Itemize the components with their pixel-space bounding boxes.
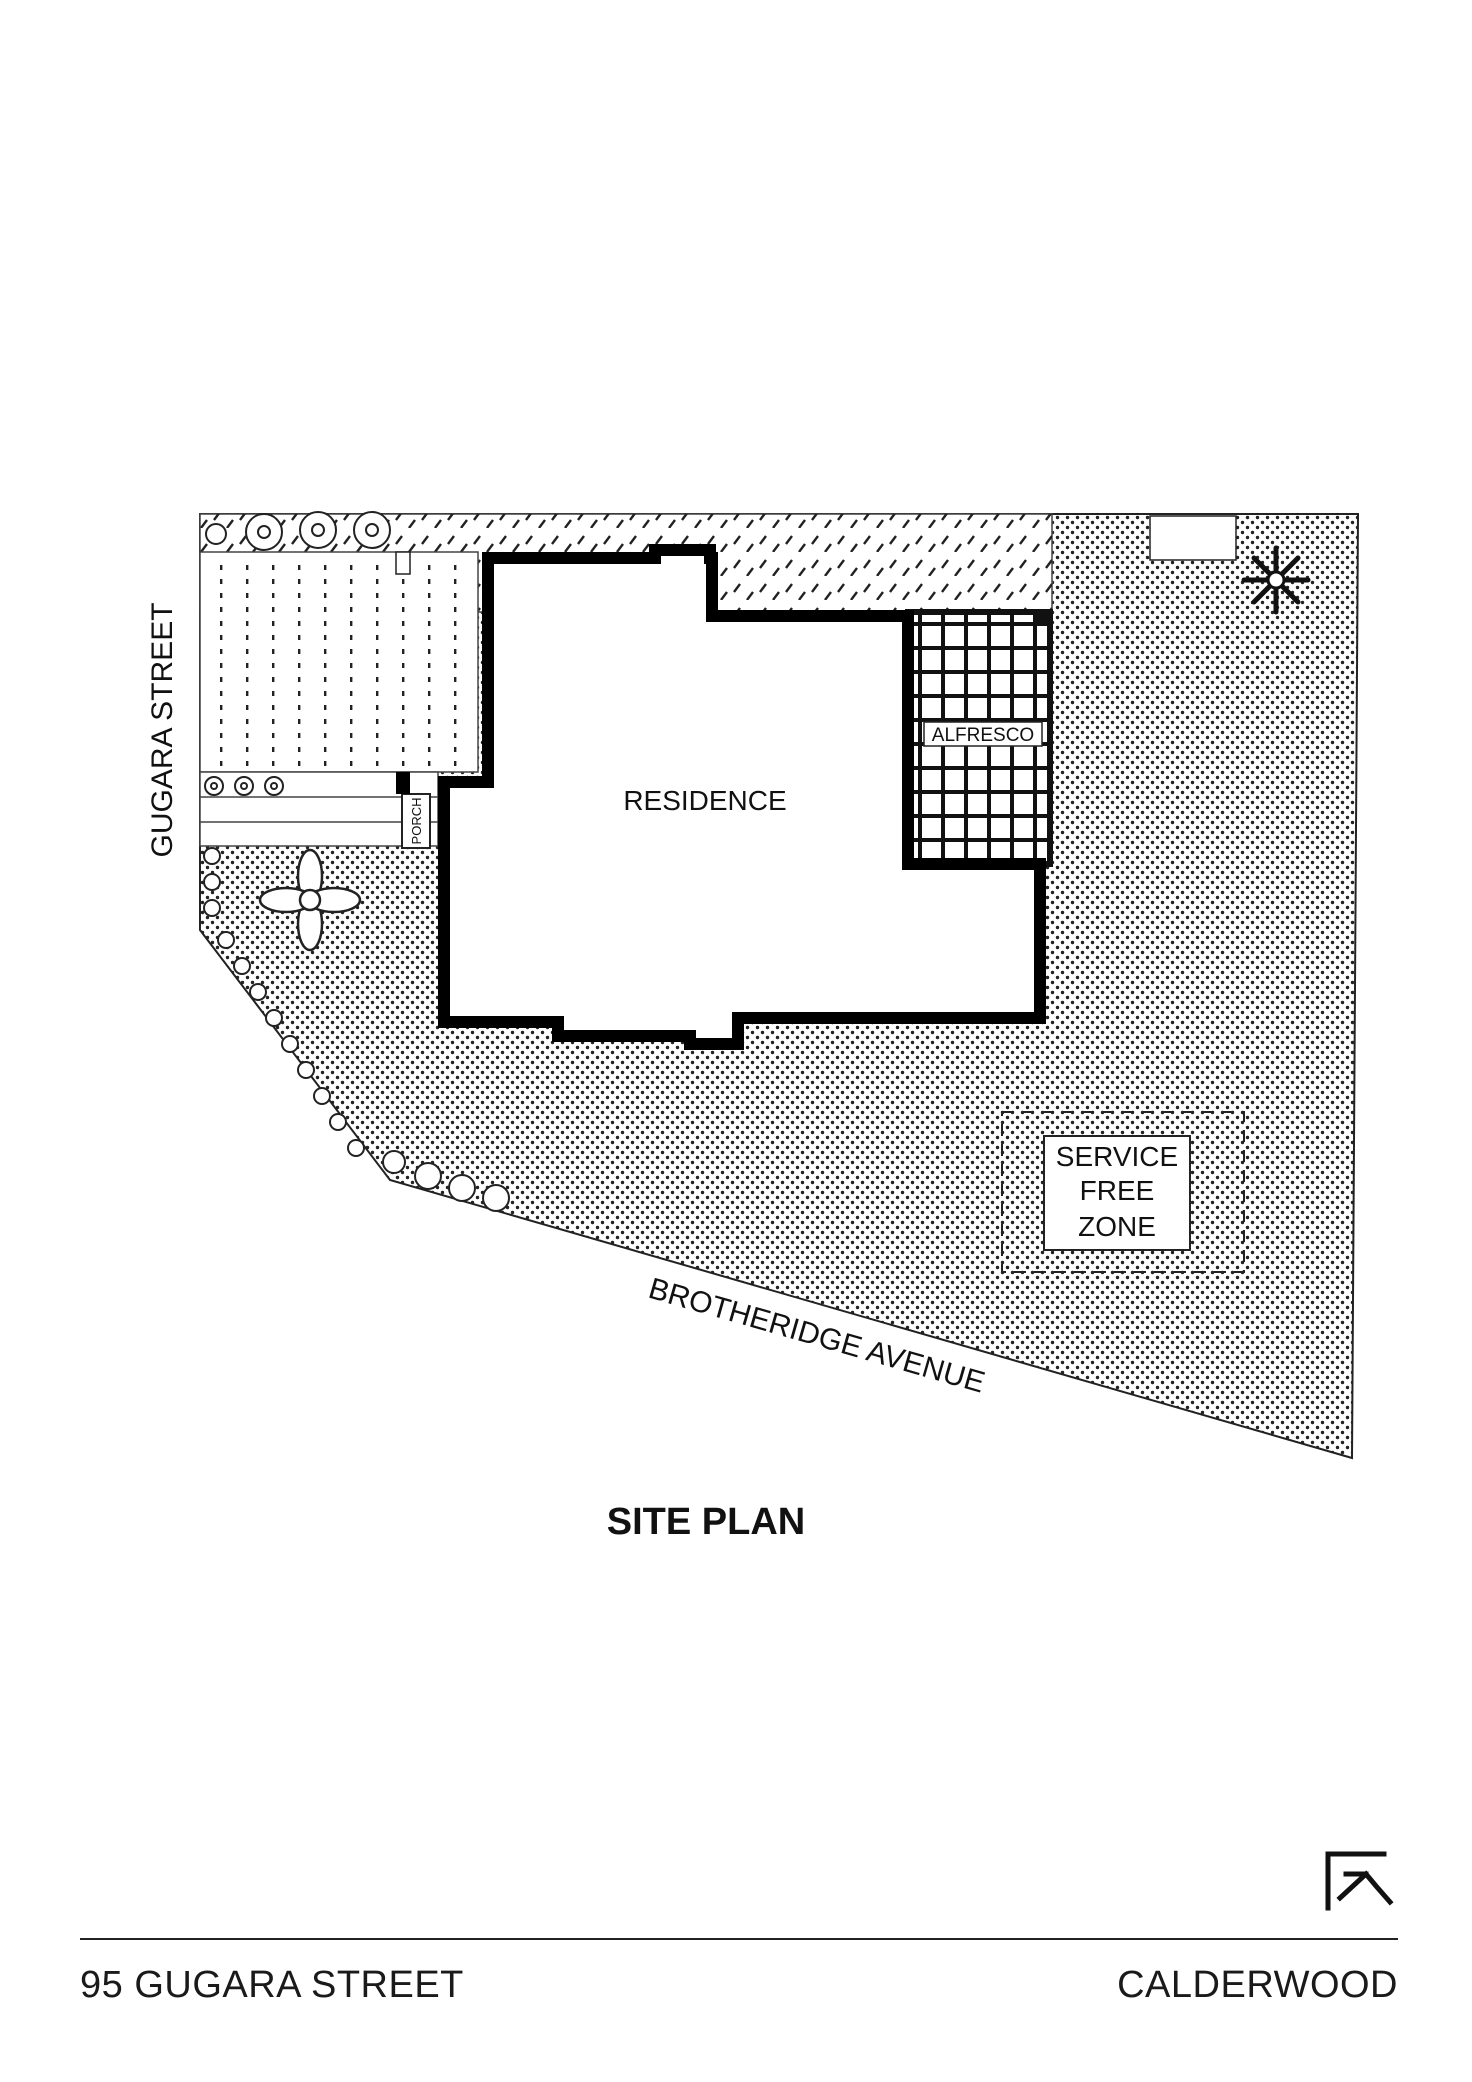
porch-corner xyxy=(440,776,450,796)
footer-suburb: CALDERWOOD xyxy=(1117,1964,1398,2006)
porch-wall xyxy=(396,772,410,794)
service-free-zone-line-1: SERVICE xyxy=(1056,1141,1178,1172)
hedge-row-boundary xyxy=(203,847,510,1212)
shrub-row-path xyxy=(204,776,284,796)
shrub-row-north xyxy=(205,511,391,551)
service-free-zone-line-3: ZONE xyxy=(1078,1211,1156,1242)
feature-tree-icon xyxy=(258,848,362,952)
service-free-zone-label-box xyxy=(1043,1135,1191,1251)
service-free-zone-boundary xyxy=(1001,1111,1245,1273)
service-free-zone-line-2: FREE xyxy=(1080,1175,1155,1206)
residence-label: RESIDENCE xyxy=(623,785,786,816)
footer-divider xyxy=(80,1938,1398,1940)
porch xyxy=(401,793,431,849)
meter-box xyxy=(395,551,411,575)
residence-footprint xyxy=(438,544,1046,1050)
palm-tree-icon xyxy=(1241,545,1311,615)
gugara-street-label: GUGARA STREET xyxy=(146,602,179,857)
alfresco-label-box xyxy=(923,721,1043,747)
alfresco-post xyxy=(1036,610,1050,626)
water-tank xyxy=(1149,515,1237,561)
alfresco-label: ALFRESCO xyxy=(932,725,1034,746)
porch-label: PORCH xyxy=(409,798,424,845)
plan-title: SITE PLAN xyxy=(607,1501,805,1543)
brand-logo-icon xyxy=(1325,1851,1394,1911)
footer-address: 95 GUGARA STREET xyxy=(80,1964,464,2006)
